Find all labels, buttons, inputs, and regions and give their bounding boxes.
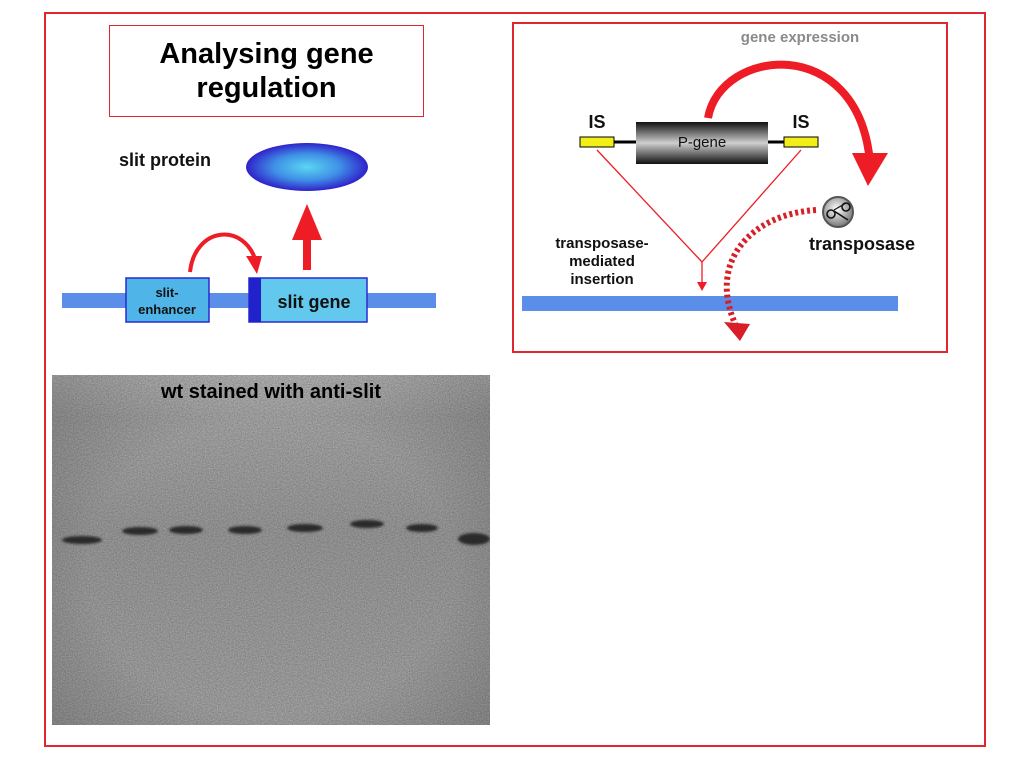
right-diagram: gene expression IS IS P-gene transposase…: [522, 29, 915, 341]
micrograph-image: [52, 375, 490, 725]
slit-gene-label: slit gene: [277, 292, 350, 312]
scissors-icon: [822, 196, 854, 228]
expression-arrowhead: [292, 204, 322, 240]
insertion-label-line1: transposase-: [555, 235, 648, 252]
slit-gene-box: [248, 277, 368, 323]
embryo-micrograph: wt stained with anti-slit: [52, 375, 490, 725]
is-left-label: IS: [588, 112, 605, 132]
slide-title: Analysing gene regulation: [159, 38, 374, 104]
gene-expression-arrow: [704, 60, 874, 163]
cut-path-arrow: [723, 207, 817, 332]
enhancer-activation-arrow: [188, 232, 258, 273]
insertion-label-line3: insertion: [570, 271, 633, 288]
is-left-box: [579, 136, 615, 148]
insertion-arrowhead: [697, 282, 707, 291]
is-right-box: [783, 136, 819, 148]
gene-expression-label: gene expression: [741, 29, 859, 46]
micrograph-caption: wt stained with anti-slit: [160, 381, 381, 403]
enhancer-label-line2: enhancer: [138, 302, 196, 317]
expression-arrow-shaft: [303, 233, 311, 270]
transposase-label: transposase: [809, 234, 915, 254]
insertion-label-line2: mediated: [569, 253, 635, 270]
p-gene-box: [636, 122, 768, 164]
slit-stripe-segments: [62, 520, 490, 545]
left-diagram: slit protein slit- enhancer slit gene: [62, 143, 436, 323]
is-right-label: IS: [792, 112, 809, 132]
gene-expression-arrowhead: [852, 153, 888, 186]
insertion-line-left: [596, 149, 703, 263]
title-box: Analysing gene regulation: [109, 25, 424, 117]
slit-protein-shape: [246, 143, 368, 191]
insertion-line-right: [701, 149, 802, 263]
target-dna-strand: [522, 296, 898, 311]
cut-path-arrowhead: [724, 322, 750, 341]
enhancer-arrowhead: [246, 256, 262, 274]
slide-frame: [44, 12, 986, 747]
enhancer-label-line1: slit-: [155, 285, 178, 300]
promoter-block: [249, 278, 261, 322]
p-element-panel: [512, 22, 948, 353]
p-gene-label: P-gene: [678, 134, 726, 151]
slit-protein-label: slit protein: [119, 150, 211, 170]
enhancer-box: [125, 277, 210, 323]
